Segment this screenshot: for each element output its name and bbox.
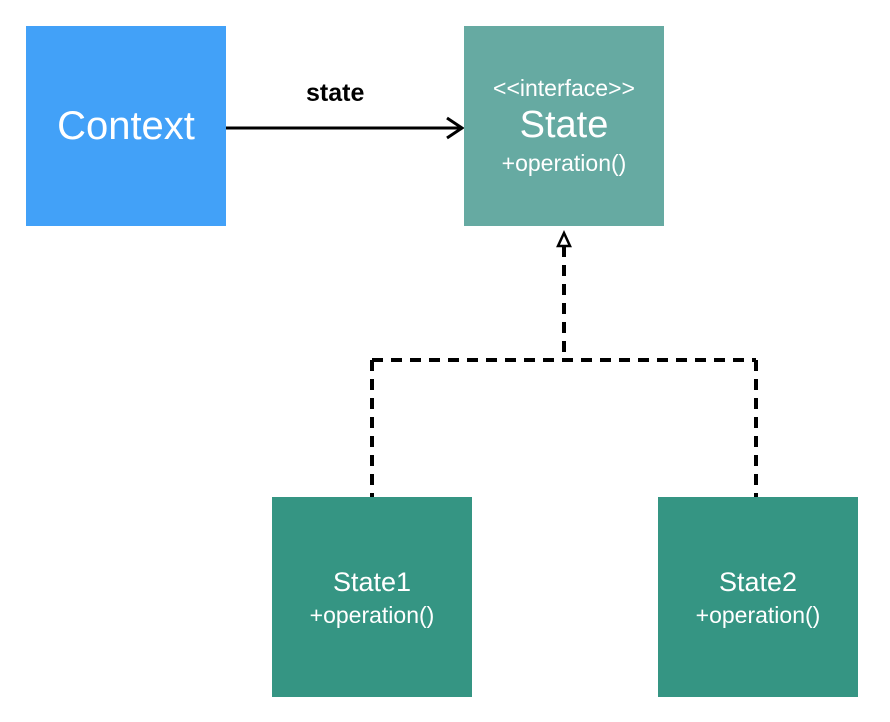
- state2-operation: +operation(): [695, 602, 821, 628]
- realization-hollow-arrowhead: [556, 230, 572, 248]
- context-class-name: Context: [57, 103, 195, 148]
- state1-class-box: State1 +operation(): [272, 497, 472, 697]
- context-class-box: Context: [26, 26, 226, 226]
- state2-class-name: State2: [718, 567, 798, 597]
- state1-class-name: State1: [332, 567, 412, 597]
- state1-operation: +operation(): [309, 602, 435, 628]
- state-interface-stereotype: <<interface>>: [493, 75, 635, 101]
- state-interface-box: <<interface>> State +operation(): [464, 26, 664, 226]
- association-arrowhead: [446, 116, 465, 140]
- state2-class-box: State2 +operation(): [658, 497, 858, 697]
- state-interface-operation: +operation(): [501, 150, 627, 176]
- association-label: state: [306, 79, 365, 107]
- state-interface-name: State: [519, 104, 609, 146]
